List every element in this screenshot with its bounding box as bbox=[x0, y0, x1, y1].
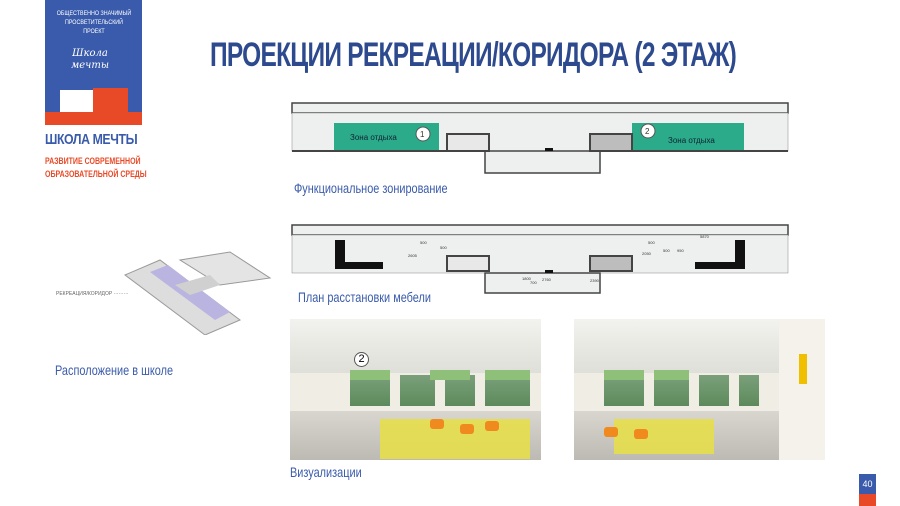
logo-roof-icon bbox=[93, 88, 128, 114]
location-caption: Расположение в школе bbox=[55, 362, 174, 378]
school-3d-model bbox=[124, 251, 272, 335]
furniture-right bbox=[695, 240, 745, 269]
dimension-label: 2050 bbox=[642, 251, 652, 256]
dimension-label: 2605 bbox=[408, 253, 418, 258]
visualization-1: 2 bbox=[290, 319, 541, 460]
zone-1-label: Зона отдыха bbox=[350, 133, 397, 142]
dimension-label: 500 bbox=[663, 248, 670, 253]
zoning-floor-plan: Зона отдыха 1 Зона отдыха 2 bbox=[291, 102, 789, 174]
logo-subtitle: РАЗВИТИЕ СОВРЕМЕННОЙ ОБРАЗОВАТЕЛЬНОЙ СРЕД… bbox=[45, 155, 147, 181]
logo-subtitle-line-2: ОБРАЗОВАТЕЛЬНОЙ СРЕДЫ bbox=[45, 169, 147, 179]
zone-2-marker bbox=[640, 123, 656, 139]
location-pointer-label: РЕКРЕАЦИЯ/КОРИДОР bbox=[56, 291, 113, 297]
logo-subtitle-line-1: РАЗВИТИЕ СОВРЕМЕННОЙ bbox=[45, 156, 141, 166]
zone-1-number: 1 bbox=[420, 130, 425, 139]
zone-1-marker bbox=[415, 126, 431, 142]
logo-tagline: ОБЩЕСТВЕННО ЗНАЧИМЫЙ ПРОСВЕТИТЕЛЬСКИЙ ПР… bbox=[56, 10, 132, 35]
furniture-floor-plan: 500 2605 500 500 2050 500 950 5870 1800 … bbox=[291, 224, 789, 294]
zone-2-label: Зона отдыха bbox=[668, 136, 715, 145]
page-title: ПРОЕКЦИИ РЕКРЕАЦИИ/КОРИДОРА (2 ЭТАЖ) bbox=[210, 36, 737, 74]
zone-2-number: 2 bbox=[645, 127, 650, 136]
visualization-marker: 2 bbox=[354, 352, 369, 367]
dimension-label: 5870 bbox=[700, 234, 710, 239]
furniture-caption: План расстановки мебели bbox=[298, 289, 431, 305]
dimension-label: 700 bbox=[530, 280, 537, 285]
dimension-label: 2390 bbox=[590, 278, 600, 283]
visualizations-caption: Визуализации bbox=[290, 464, 362, 480]
logo-red-band bbox=[45, 112, 142, 125]
logo-script: Школа мечты bbox=[70, 48, 110, 71]
dimension-label: 2760 bbox=[542, 277, 552, 282]
page-number-badge: 40 bbox=[859, 474, 876, 506]
dimension-label: 500 bbox=[648, 240, 655, 245]
dimension-label: 500 bbox=[420, 240, 427, 245]
visualization-2 bbox=[574, 319, 825, 460]
furniture-left bbox=[335, 240, 383, 269]
location-pointer: РЕКРЕАЦИЯ/КОРИДОР ········· bbox=[56, 291, 129, 297]
zoning-caption: Функциональное зонирование bbox=[294, 180, 448, 196]
dimension-label: 1800 bbox=[522, 276, 532, 281]
logo: ОБЩЕСТВЕННО ЗНАЧИМЫЙ ПРОСВЕТИТЕЛЬСКИЙ ПР… bbox=[45, 0, 147, 186]
logo-name: ШКОЛА МЕЧТЫ bbox=[45, 131, 138, 148]
logo-emblem: ОБЩЕСТВЕННО ЗНАЧИМЫЙ ПРОСВЕТИТЕЛЬСКИЙ ПР… bbox=[45, 0, 142, 125]
dimension-label: 500 bbox=[440, 245, 447, 250]
dimension-label: 950 bbox=[677, 248, 684, 253]
page-number: 40 bbox=[859, 474, 876, 494]
